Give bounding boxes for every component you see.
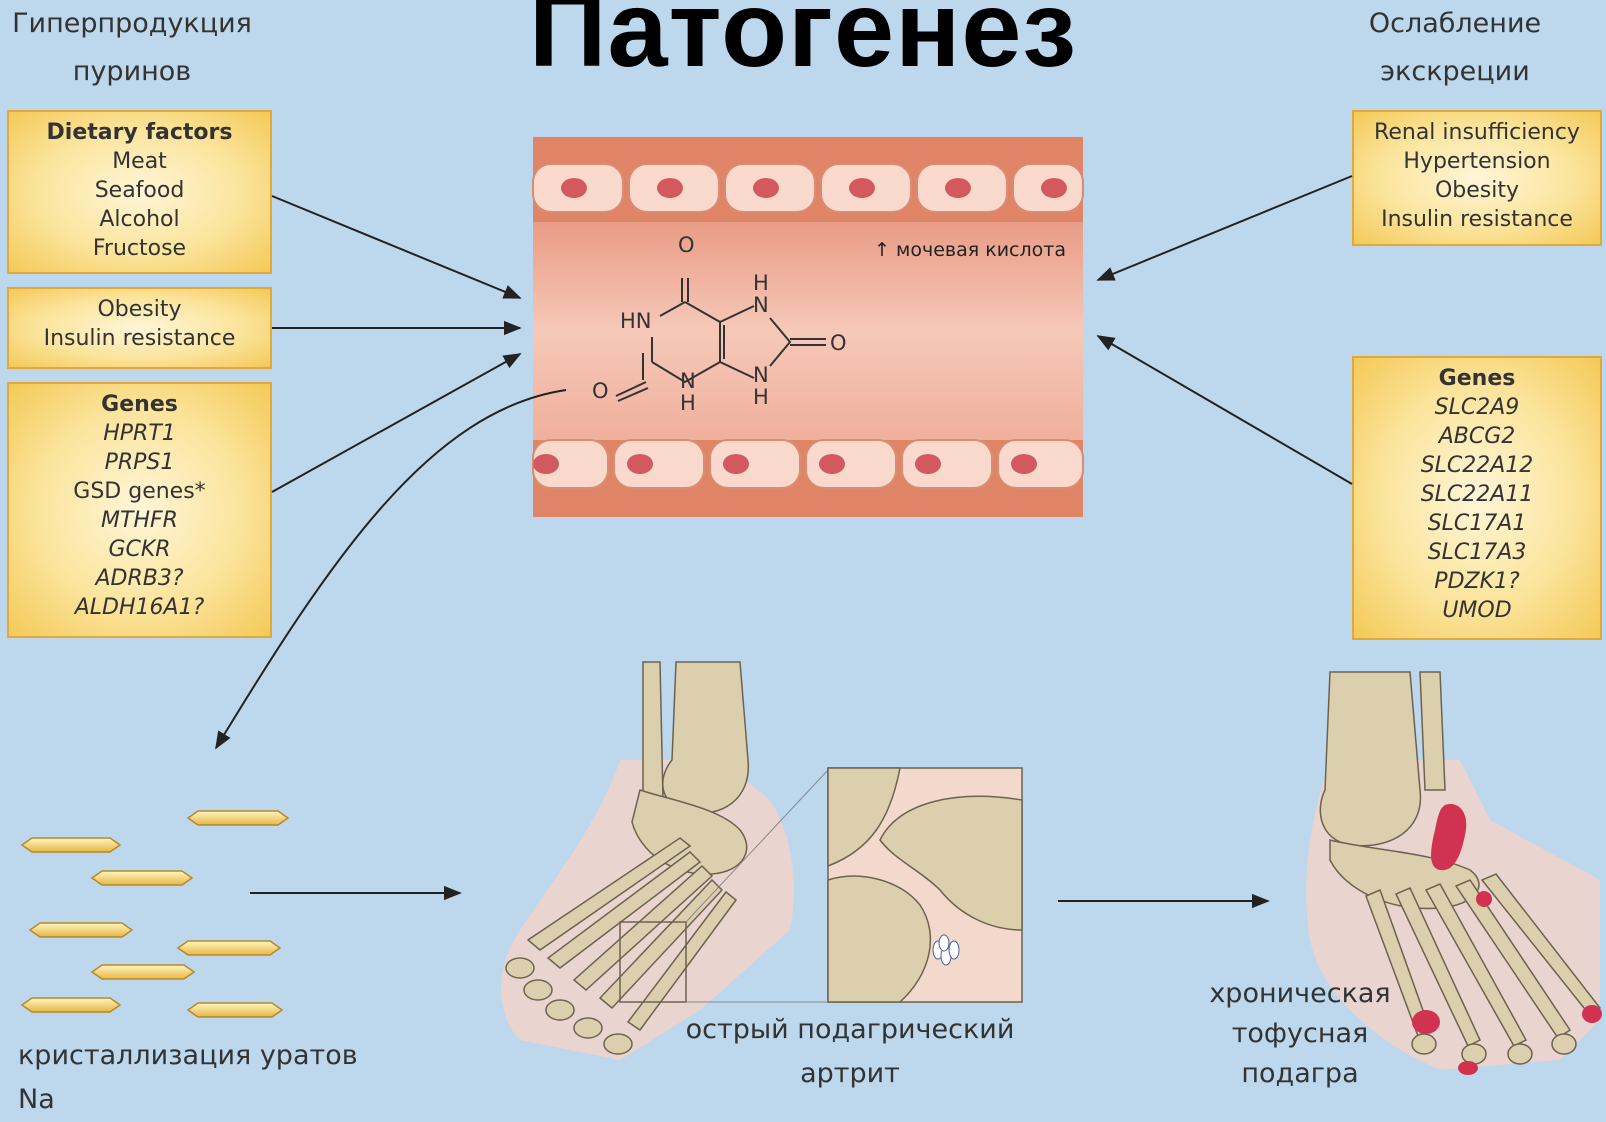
atom-hn: HN xyxy=(620,309,652,333)
crystal xyxy=(178,941,280,955)
chronic-caption-line3: подагра xyxy=(1200,1054,1400,1094)
atom-h-bottom-left: H xyxy=(680,391,696,415)
crystal xyxy=(30,923,132,937)
diagram-canvas: ↑ мочевая кислота O HN H N O O N xyxy=(0,0,1606,1098)
crystals-caption: кристаллизация уратов Na xyxy=(18,1034,398,1122)
endothelium-top xyxy=(533,164,1083,212)
atom-n-bottom-left: N xyxy=(680,369,696,393)
chronic-gout-caption: хроническая тофусная подагра xyxy=(1200,974,1400,1094)
arrow-genes-to-vessel xyxy=(272,354,520,492)
tophus xyxy=(1412,1010,1440,1034)
crystal xyxy=(92,871,192,885)
arrow-dietary-to-vessel xyxy=(272,196,520,298)
arrow-renal-to-vessel xyxy=(1098,176,1352,280)
atom-o-top: O xyxy=(678,233,695,257)
uric-acid-label: ↑ мочевая кислота xyxy=(874,239,1066,261)
atom-h-bottom-right: H xyxy=(753,385,769,409)
tophus xyxy=(1458,1061,1478,1075)
crystal xyxy=(22,998,120,1012)
atom-n-bottom-right: N xyxy=(753,363,769,387)
acute-arthritis-caption: острый подагрический артрит xyxy=(680,1008,1020,1096)
chronic-caption-line2: тофусная xyxy=(1200,1014,1400,1054)
crystal xyxy=(92,965,194,979)
crystal xyxy=(188,1003,282,1017)
atom-o-right: O xyxy=(830,331,847,355)
tophus xyxy=(1582,1005,1602,1023)
acute-caption-line1: острый подагрический xyxy=(680,1008,1020,1052)
atom-n-top: N xyxy=(753,293,769,317)
chronic-caption-line1: хроническая xyxy=(1200,974,1400,1014)
acute-gout-foot-illustration xyxy=(501,662,1022,1060)
joint-inset xyxy=(828,768,1022,1002)
crystal xyxy=(22,838,120,852)
atom-o-left: O xyxy=(592,379,609,403)
acute-caption-line2: артрит xyxy=(680,1052,1020,1096)
arrow-genes-right-to-vessel xyxy=(1098,336,1352,484)
blood-vessel: ↑ мочевая кислота O HN H N O O N xyxy=(533,137,1083,517)
crystal xyxy=(188,811,288,825)
arrow-vessel-to-crystals xyxy=(216,390,566,748)
tophus xyxy=(1476,891,1492,907)
urate-crystals xyxy=(22,811,288,1017)
atom-h-top: H xyxy=(753,271,769,295)
